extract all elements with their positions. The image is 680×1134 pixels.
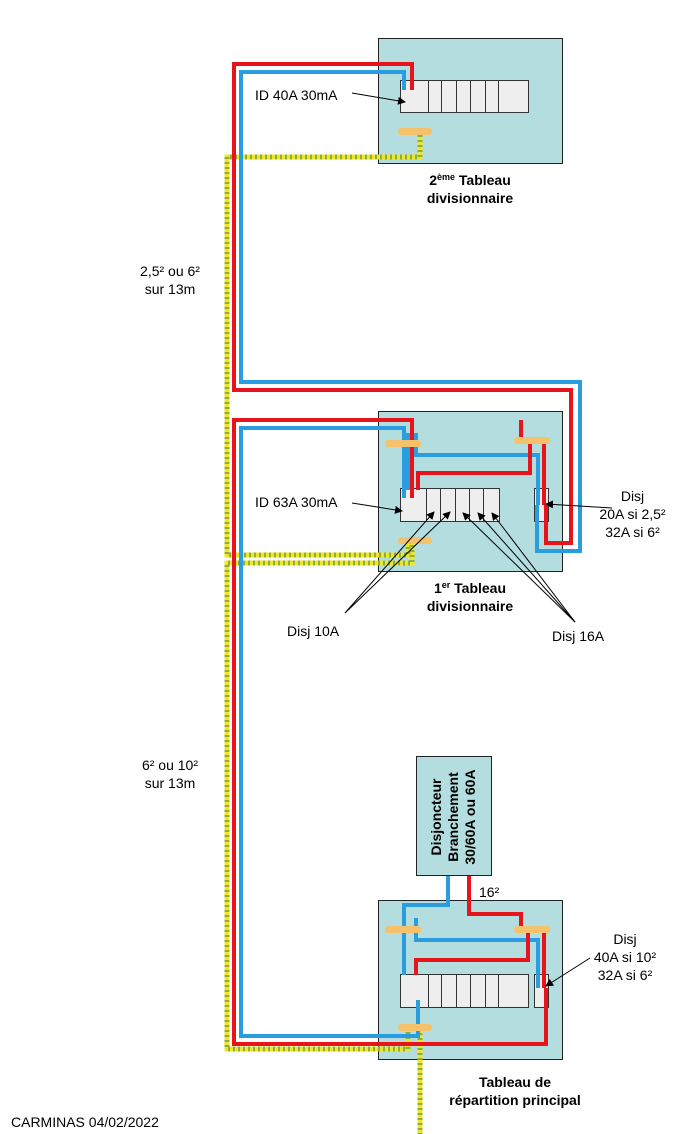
earth-terminal — [385, 926, 421, 933]
main-breaker-row — [400, 974, 529, 1008]
disj16-arrow-1 — [462, 512, 576, 623]
earth-terminal — [398, 128, 432, 135]
first-panel-title: 1er Tableau divisionnaire — [390, 579, 550, 615]
branchement-text: Disjoncteur Branchement 30/60A ou 60A — [428, 757, 480, 877]
breaker — [442, 81, 458, 112]
upper-cable-label: 2,5² ou 6² sur 13m — [120, 262, 220, 298]
breaker — [428, 975, 443, 1007]
breaker — [485, 975, 500, 1007]
breaker — [499, 81, 528, 112]
breaker — [485, 81, 500, 112]
first-title-prefix: 1 — [433, 580, 442, 596]
disj10-arrow-1 — [344, 511, 435, 614]
disj10-label: Disj 10A — [287, 623, 340, 639]
first-side-disj-line3: 32A si 6² — [605, 524, 660, 540]
breaker — [470, 81, 486, 112]
first-side-disj-arrow — [545, 500, 613, 509]
first-title-sup: er — [441, 580, 451, 590]
breaker — [457, 81, 471, 112]
earth-wire — [224, 540, 415, 1052]
second-title-prefix: 2 — [429, 172, 437, 188]
branchement-line2: Branchement — [445, 772, 461, 862]
upper-cable-line1: 2,5² ou 6² — [140, 263, 200, 279]
cable-16-label: 16² — [479, 884, 500, 900]
main-side-disj-arrow — [545, 957, 591, 987]
footer-credit: CARMINAS 04/02/2022 — [11, 1114, 159, 1130]
main-title-line1: Tableau de — [478, 1074, 552, 1090]
breaker — [442, 975, 458, 1007]
earth-terminal — [514, 437, 550, 444]
earth-terminal — [398, 1024, 432, 1031]
breaker — [428, 81, 443, 112]
main-title-line2: répartition principal — [449, 1092, 581, 1108]
id40-arrow — [351, 92, 406, 105]
disj16-arrow-3 — [491, 512, 576, 623]
first-title-line1: Tableau — [450, 580, 507, 596]
neutral-wire — [239, 70, 582, 553]
branchement-line3: 30/60A ou 60A — [462, 769, 478, 865]
annotation-arrows — [344, 92, 613, 987]
breaker — [401, 975, 429, 1007]
first-side-disj-line2: 20A si 2,5² — [599, 506, 666, 522]
phase-wire — [467, 876, 523, 930]
second-title-line1: Tableau — [455, 172, 511, 188]
phase-wire — [232, 418, 548, 1046]
branchement-box — [416, 756, 492, 876]
earth-wire-stripe — [224, 540, 415, 1052]
breaker — [470, 975, 486, 1007]
first-side-disj-line1: Disj — [620, 488, 645, 504]
neutral-wire — [239, 426, 420, 1038]
second-breaker-row — [400, 80, 529, 113]
earth-terminal — [398, 537, 432, 544]
main-side-disj-line1: Disj — [613, 931, 637, 947]
main-side-disj-line3: 32A si 6² — [597, 967, 653, 983]
phase-wires — [232, 62, 573, 1046]
first-title-line2: divisionnaire — [426, 598, 514, 614]
second-title-sup: ème — [437, 172, 456, 182]
second-title-line2: divisionnaire — [426, 190, 514, 206]
upper-cable-line2: sur 13m — [144, 281, 196, 297]
phase-wire — [232, 62, 573, 545]
main-side-disj-line2: 40A si 10² — [593, 949, 657, 965]
disj16-arrow-2 — [477, 512, 576, 623]
main-side-disj-label: Disj 40A si 10² 32A si 6² — [575, 930, 675, 984]
earth-terminal — [385, 440, 421, 447]
main-panel-title: Tableau de répartition principal — [425, 1073, 605, 1109]
second-panel-title: 2ème Tableau divisionnaire — [390, 171, 550, 207]
id40-label: ID 40A 30mA — [255, 87, 338, 103]
disj16-label: Disj 16A — [552, 628, 605, 644]
disj10-arrow-2 — [344, 511, 451, 614]
terminals — [385, 128, 550, 1031]
branchement-line1: Disjoncteur — [428, 778, 444, 856]
lower-cable-line1: 6² ou 10² — [141, 757, 199, 773]
id63-arrow — [351, 502, 403, 514]
breaker — [499, 975, 528, 1007]
id63-label: ID 63A 30mA — [255, 494, 338, 510]
neutral-wire — [402, 876, 450, 918]
earth-terminal — [514, 926, 550, 933]
phase-wire — [414, 930, 530, 975]
first-side-disj-label: Disj 20A si 2,5² 32A si 6² — [585, 487, 680, 541]
breaker — [457, 975, 471, 1007]
phase-wire — [416, 440, 532, 490]
lower-cable-line2: sur 13m — [144, 775, 196, 791]
lower-cable-label: 6² ou 10² sur 13m — [120, 756, 220, 792]
